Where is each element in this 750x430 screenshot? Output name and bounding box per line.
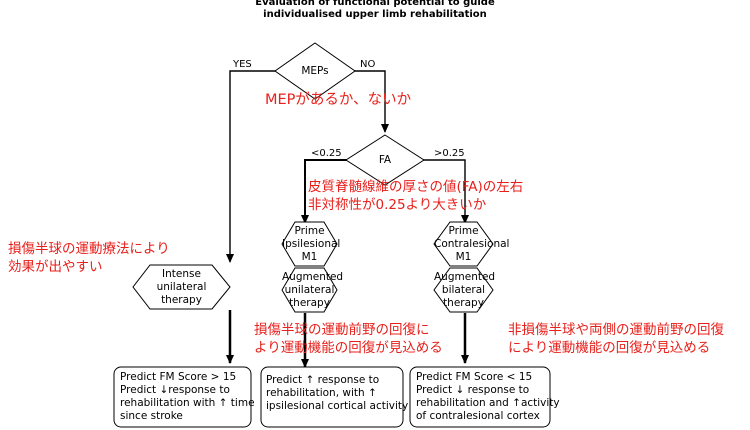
meps-node-label: MEPs bbox=[301, 65, 329, 77]
augmented-bilateral-hexagon bbox=[433, 267, 494, 313]
no-connector bbox=[345, 70, 389, 133]
annotation-middle-line2: より運動機能の回復が見込める bbox=[254, 340, 443, 356]
annotation-right-line1: 非損傷半球や両側の運動前野の回復 bbox=[508, 322, 724, 338]
intense-unilateral-hexagon bbox=[132, 264, 231, 310]
edge-label-gt: >0.25 bbox=[434, 148, 465, 159]
fa-node-label: FA bbox=[378, 154, 392, 166]
lt-connector bbox=[301, 159, 358, 224]
meps-decision-diamond bbox=[274, 42, 356, 100]
edge-label-no: NO bbox=[360, 59, 376, 70]
edge-label-lt: <0.25 bbox=[311, 148, 342, 159]
outcome-box-left bbox=[113, 366, 252, 428]
yes-connector bbox=[226, 70, 285, 263]
annotation-left-line1: 損傷半球の運動療法により bbox=[8, 241, 170, 257]
annotation-middle-line1: 損傷半球の運動前野の回復に bbox=[254, 322, 430, 338]
fa-decision-diamond bbox=[345, 134, 425, 186]
outcome-box-middle bbox=[260, 366, 404, 428]
annotation-fa-line1: 皮質脊髄線維の厚さの値(FA)の左右 bbox=[308, 179, 524, 195]
prime-ipsilesional-hexagon bbox=[281, 221, 338, 267]
annotation-left-line2: 効果が出やすい bbox=[8, 259, 103, 275]
gt-connector bbox=[412, 159, 469, 224]
annotation-mep: MEPがあるか、ないか bbox=[265, 92, 412, 108]
diagram-title-line2: individualised upper limb rehabilitation bbox=[263, 9, 487, 20]
outcome-box-right bbox=[409, 366, 551, 428]
prime-contralesional-hexagon bbox=[433, 221, 494, 267]
annotation-right-line2: により運動機能の回復が見込める bbox=[508, 340, 711, 356]
augmented-unilateral-hexagon bbox=[281, 267, 338, 313]
annotation-fa-line2: 非対称性が0.25より大きいか bbox=[308, 197, 487, 213]
diagram-title-line1: Evaluation of functional potential to gu… bbox=[255, 0, 495, 8]
edge-label-yes: YES bbox=[233, 59, 252, 70]
